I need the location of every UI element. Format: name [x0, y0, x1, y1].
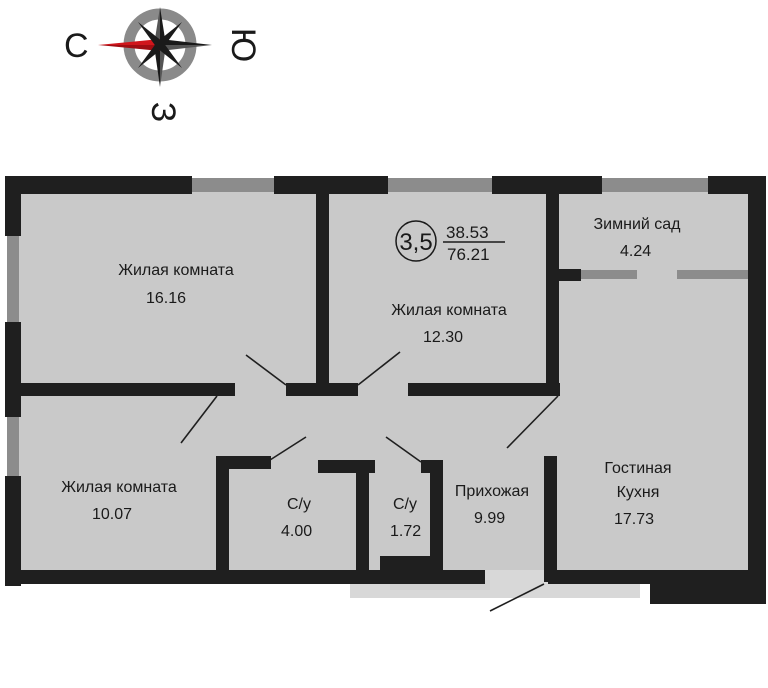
- room-area: 17.73: [614, 511, 654, 528]
- total-area-value: 76.21: [447, 245, 490, 264]
- room-name: С/у: [287, 496, 311, 513]
- room-area: 16.16: [146, 290, 186, 307]
- walls: [5, 176, 766, 604]
- windows: [7, 178, 748, 476]
- compass-west-letter: С: [64, 27, 89, 65]
- room-area: 1.72: [390, 523, 421, 540]
- rooms-count: 3,5: [399, 229, 432, 256]
- room-bathroom-1: С/у 4.00: [281, 496, 312, 540]
- room-area: 12.30: [423, 329, 463, 346]
- room-bedroom-3: Жилая комната 10.07: [61, 479, 177, 523]
- room-living-kitchen: Гостиная Кухня 17.73: [604, 460, 671, 528]
- svg-text:З: З: [144, 102, 182, 123]
- room-area: 4.00: [281, 523, 312, 540]
- room-area: 4.24: [620, 243, 651, 260]
- room-area: 10.07: [92, 506, 132, 523]
- summary-badge: 3,5 38.53 76.21: [395, 220, 505, 264]
- room-name: Зимний сад: [594, 216, 682, 233]
- compass-east-letter: Ю: [224, 28, 262, 62]
- room-name: Жилая комната: [118, 262, 234, 279]
- door-swings: [180, 351, 559, 612]
- room-area: 9.99: [474, 510, 505, 527]
- living-area-value: 38.53: [446, 223, 489, 242]
- room-name-line2: Кухня: [617, 484, 660, 501]
- room-name: Жилая комната: [391, 302, 507, 319]
- svg-text:Ю: Ю: [224, 28, 262, 62]
- room-name: С/у: [393, 496, 417, 513]
- room-bedroom-2: Жилая комната 12.30: [391, 302, 507, 346]
- room-bathroom-2: С/у 1.72: [390, 496, 421, 540]
- room-name: Прихожая: [455, 483, 529, 500]
- room-bedroom-1: Жилая комната 16.16: [118, 262, 234, 307]
- room-winter-garden: Зимний сад 4.24: [594, 216, 682, 260]
- compass-rose-icon: [98, 7, 212, 87]
- compass-south-letter: З: [144, 102, 182, 123]
- room-hallway: Прихожая 9.99: [455, 483, 529, 527]
- room-name: Жилая комната: [61, 479, 177, 496]
- room-name-line1: Гостиная: [604, 460, 671, 477]
